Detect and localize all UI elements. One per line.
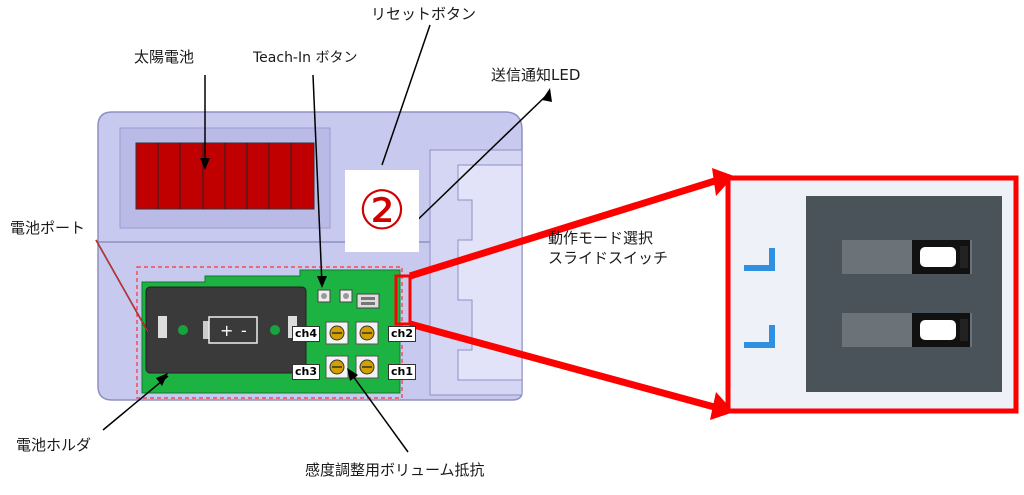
battery-holder: + - — [145, 286, 307, 374]
label-reset-button: リセットボタン — [371, 5, 477, 23]
battery-plus-symbol: + — [220, 321, 233, 340]
label-battery-holder: 電池ホルダ — [16, 436, 92, 454]
switch-highlight-box — [394, 274, 412, 326]
solar-cell — [135, 142, 315, 210]
channel-tag-ch3: ch3 — [292, 364, 321, 380]
label-sensitivity-resistor: 感度調整用ボリューム抵抗 — [305, 461, 485, 479]
variable-resistors — [325, 321, 379, 379]
label-battery-port: 電池ポート — [10, 219, 86, 237]
step-number-badge: ② — [345, 170, 419, 252]
channel-tag-ch4: ch4 — [292, 326, 321, 342]
label-mode-switch-line2: スライドスイッチ — [548, 249, 669, 267]
battery-minus-symbol: - — [241, 321, 247, 340]
zoomed-switch-panel — [725, 175, 1019, 414]
channel-tag-ch1: ch1 — [388, 364, 417, 380]
callout-arrowheads — [156, 88, 552, 386]
label-mode-switch-line1: 動作モード選択 — [548, 229, 654, 247]
zoom-connector — [408, 168, 734, 420]
label-teach-in-button: Teach-In ボタン — [253, 50, 358, 66]
label-transmit-led: 送信通知LED — [491, 66, 581, 84]
transmit-led — [356, 293, 380, 309]
label-solar-cell: 太陽電池 — [134, 48, 195, 66]
battery-port-pointer — [95, 239, 149, 333]
channel-tag-ch2: ch2 — [388, 326, 417, 342]
